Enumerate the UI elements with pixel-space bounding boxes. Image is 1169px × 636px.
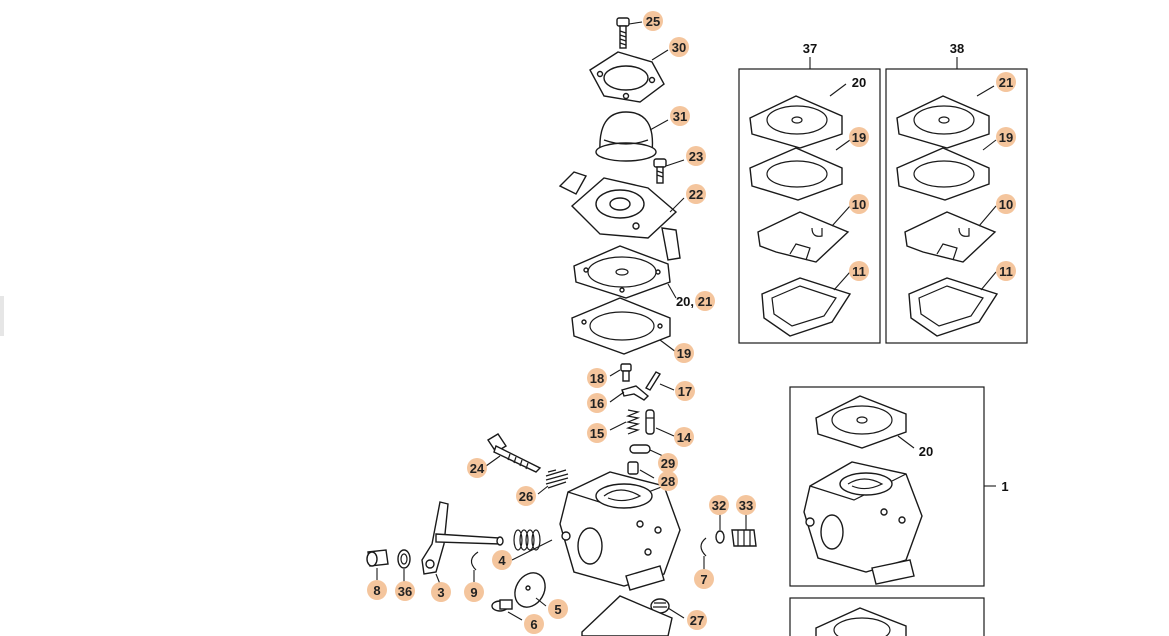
callout-24: 24 (470, 461, 485, 476)
kit-38-item-19: 19 (999, 130, 1013, 145)
leader-lines (376, 21, 747, 621)
part-22-pump-housing (558, 171, 681, 261)
part-30-cover-plate (589, 51, 665, 103)
kit-37-item-20: 20 (852, 75, 866, 90)
callout-14: 14 (677, 430, 692, 445)
callout-26: 26 (519, 489, 533, 504)
callout-badges (367, 11, 756, 634)
callout-32: 32 (712, 498, 726, 513)
part-15-spring (625, 409, 641, 435)
callout-15: 15 (590, 426, 604, 441)
part-16-lever (621, 385, 650, 401)
callout-16: 16 (590, 396, 604, 411)
part-20-21-diaphragm (573, 245, 671, 299)
kit-38-box: 38 21 19 10 11 (885, 41, 1028, 344)
part-24-adjusting-screw (487, 433, 542, 473)
part-32-o-ring (715, 530, 725, 544)
callout-8: 8 (373, 583, 380, 598)
part-28-plug (627, 461, 639, 475)
kit-37-item-19: 19 (852, 130, 866, 145)
callout-36: 36 (398, 584, 412, 599)
assembly-item-20: 20 (919, 444, 933, 459)
callout-23: 23 (689, 149, 703, 164)
callout-20-prefix: 20, (676, 294, 694, 309)
callout-31: 31 (673, 109, 687, 124)
kit-38-item-21: 21 (999, 75, 1013, 90)
kit-37-label: 37 (803, 41, 817, 56)
assembly-label-1: 1 (1001, 479, 1008, 494)
part-6-screw (491, 599, 513, 612)
carburetor-body (559, 471, 681, 591)
part-17-pin (644, 371, 662, 391)
callout-33: 33 (739, 498, 753, 513)
callout-19: 19 (677, 346, 691, 361)
part-36-washer (397, 549, 411, 569)
side-panel-tab[interactable] (0, 296, 4, 336)
callout-9: 9 (470, 585, 477, 600)
part-23-screw (653, 158, 667, 184)
callout-4: 4 (498, 553, 506, 568)
part-31-primer-bulb (595, 111, 657, 162)
assembly-1-box: 20 1 (789, 386, 1009, 587)
callout-17: 17 (678, 384, 692, 399)
part-19-gasket (571, 297, 671, 355)
part-4-spring (513, 529, 541, 551)
callout-7: 7 (700, 572, 707, 587)
part-14-needle (645, 409, 655, 435)
part-29-seal (629, 444, 651, 454)
kit-38-item-11: 11 (999, 264, 1013, 279)
kit-box-partial (789, 597, 985, 636)
part-25-screw (616, 17, 630, 49)
kit-38-label: 38 (950, 41, 964, 56)
callout-numbers: 25 30 31 23 22 20, 21 19 18 17 16 15 14 … (373, 14, 753, 632)
callout-18: 18 (590, 371, 604, 386)
part-33-fitting (731, 529, 757, 547)
part-3-throttle-shaft (421, 501, 504, 575)
part-7-clip (700, 537, 707, 557)
part-9-clip (470, 551, 479, 571)
part-8-bushing (366, 549, 389, 567)
callout-21: 21 (698, 294, 712, 309)
callout-6: 6 (530, 617, 537, 632)
bottom-cover (581, 595, 673, 636)
part-26-spring (545, 469, 569, 489)
part-5-throttle-plate (514, 572, 546, 608)
part-18-screw (620, 363, 632, 382)
callout-25: 25 (646, 14, 660, 29)
callout-3: 3 (437, 585, 444, 600)
kit-37-item-11: 11 (852, 264, 866, 279)
callout-5: 5 (554, 602, 561, 617)
kit-37-item-10: 10 (852, 197, 866, 212)
callout-22: 22 (689, 187, 703, 202)
callout-28: 28 (661, 474, 675, 489)
callout-27: 27 (690, 613, 704, 628)
kit-38-item-10: 10 (999, 197, 1013, 212)
callout-30: 30 (672, 40, 686, 55)
callout-29: 29 (661, 456, 675, 471)
kit-37-box: 37 20 19 10 11 (738, 41, 881, 344)
